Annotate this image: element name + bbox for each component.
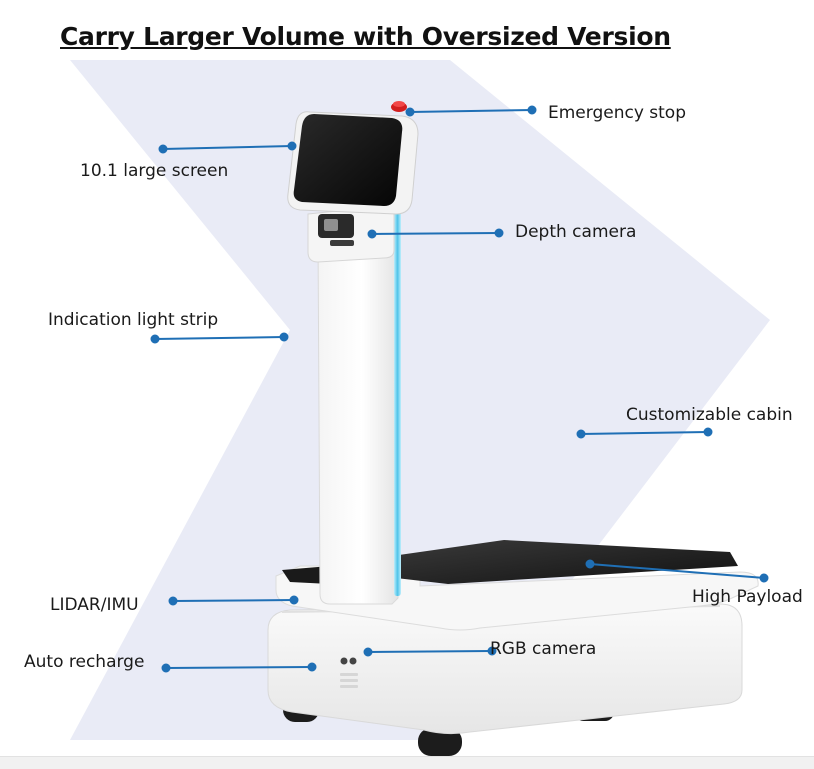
light-strip (394, 200, 401, 596)
label-rgb-camera: RGB camera (490, 639, 597, 659)
chassis-base (267, 603, 743, 735)
callouts (150, 105, 769, 673)
screen-display (293, 114, 403, 206)
bottom-bar (0, 756, 814, 769)
label-cabin: Customizable cabin (626, 405, 793, 425)
pole (317, 225, 399, 605)
label-light-strip: Indication light strip (48, 310, 219, 330)
label-screen: 10.1 large screen (80, 161, 229, 181)
payload-tray (392, 540, 738, 584)
page-title: Carry Larger Volume with Oversized Versi… (60, 22, 671, 51)
label-recharge: Auto recharge (24, 652, 145, 672)
background-chevron (70, 60, 770, 740)
label-emergency-stop: Emergency stop (548, 103, 687, 123)
label-lidar: LIDAR/IMU (50, 595, 139, 615)
payload-tray-left (282, 566, 330, 584)
label-depth-camera: Depth camera (515, 222, 637, 242)
label-payload: High Payload (692, 587, 803, 607)
recharge-contacts (340, 657, 358, 688)
